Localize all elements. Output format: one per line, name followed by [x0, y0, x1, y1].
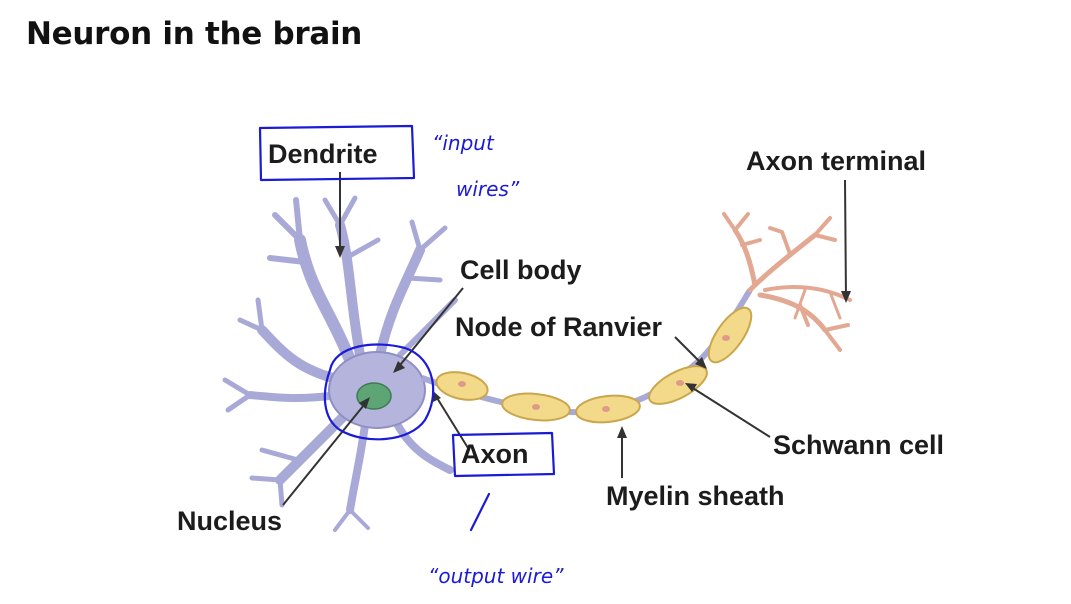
annotation-input-line1: “input: [432, 131, 495, 155]
label-myelin-sheath: Myelin sheath: [606, 481, 785, 511]
cell-body-circle: [323, 343, 435, 441]
axon-terminal-branches: [722, 212, 852, 352]
schwann-segment: [707, 306, 753, 364]
myelin-segments: [435, 306, 753, 424]
label-cell-body: Cell body: [460, 255, 582, 285]
label-schwann-cell: Schwann cell: [773, 430, 944, 460]
label-axon: Axon: [461, 439, 529, 469]
dendrite-box: [258, 124, 416, 182]
label-axon-terminal: Axon terminal: [746, 146, 926, 176]
label-node-of-ranvier: Node of Ranvier: [455, 312, 663, 342]
pointer-arrowheads: [335, 246, 851, 438]
annotation-output: “output wire”: [428, 564, 564, 588]
output-stroke: [469, 492, 491, 532]
annotation-input-line2: wires”: [456, 177, 520, 201]
schwann-nuclei: [458, 335, 730, 412]
dendrites: [222, 195, 458, 532]
handwritten-annotations: [258, 124, 556, 532]
page-title: Neuron in the brain: [26, 16, 363, 52]
label-nucleus: Nucleus: [177, 506, 282, 536]
axon-box: [451, 431, 556, 478]
label-dendrite: Dendrite: [268, 139, 378, 169]
